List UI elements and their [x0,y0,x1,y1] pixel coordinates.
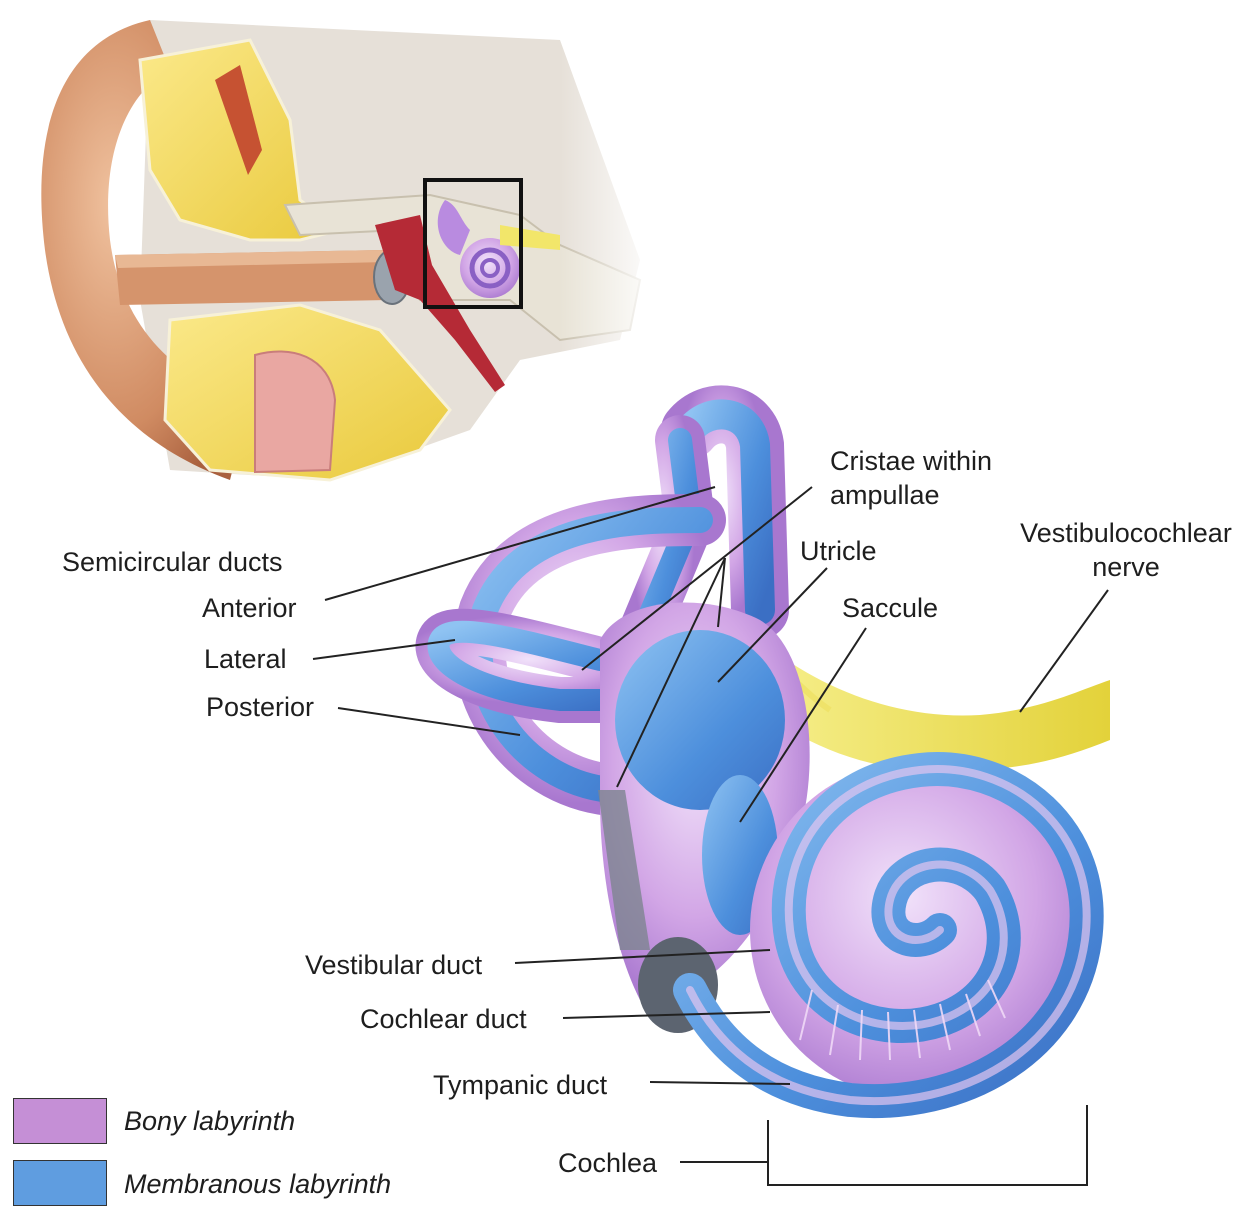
label-nerve-line2: nerve [1008,550,1244,584]
label-tympanic-duct: Tympanic duct [433,1068,607,1102]
label-nerve-line1: Vestibulocochlear [1008,516,1244,550]
legend-label-bony: Bony labyrinth [124,1104,295,1138]
label-cristae-line1: Cristae within [830,444,992,478]
label-cochlea: Cochlea [558,1146,657,1180]
label-semicircular-ducts: Semicircular ducts [62,545,283,579]
legend-swatch-bony [13,1098,107,1144]
label-anterior: Anterior [202,591,297,625]
label-posterior: Posterior [206,690,314,724]
label-vestibular-duct: Vestibular duct [305,948,482,982]
legend-swatch-membranous [13,1160,107,1206]
label-cochlear-duct: Cochlear duct [360,1002,527,1036]
ear-section [41,20,660,480]
label-cristae-line2: ampullae [830,478,940,512]
label-saccule: Saccule [842,591,938,625]
label-lateral: Lateral [204,642,287,676]
label-utricle: Utricle [800,534,877,568]
legend-label-membranous: Membranous labyrinth [124,1167,391,1201]
